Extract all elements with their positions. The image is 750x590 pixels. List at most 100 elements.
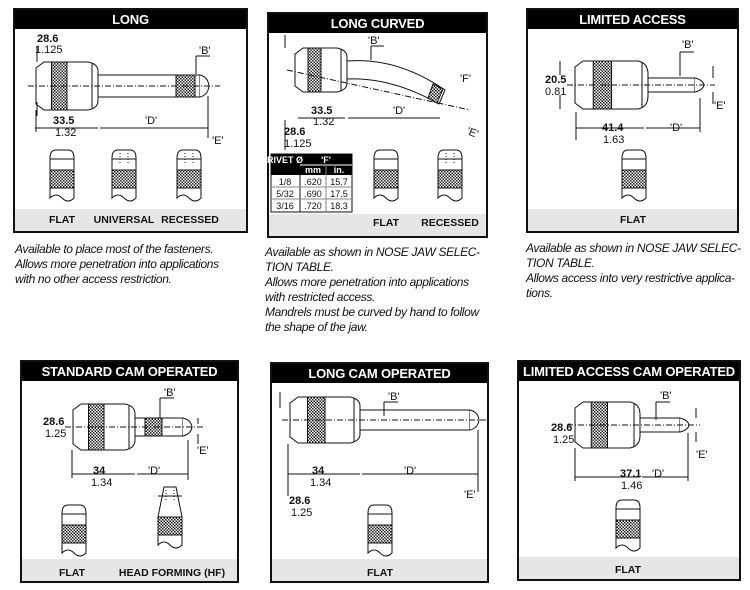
dim-diameter-in: 1.125 [35, 44, 63, 56]
dim-length-mm: 34 [93, 465, 106, 477]
desc-line: Available as shown in NOSE JAW SELEC- [526, 241, 741, 255]
dim-d: 'D' [404, 465, 416, 477]
dim-b: 'B' [682, 39, 694, 51]
centerline [286, 69, 471, 111]
mandrel-knurl [176, 169, 202, 189]
mandrel-knurl [111, 169, 137, 189]
dim-diameter-mm: 28.6 [37, 33, 58, 45]
desc-line: Allows more penetration into application… [15, 257, 219, 271]
dim-length-in: 1.34 [310, 477, 331, 489]
type-label: HEAD FORMING (HF) [119, 567, 225, 579]
dim-diameter-in: 0.81 [545, 86, 566, 98]
desc-line: with no other access restriction. [15, 272, 172, 286]
dim-diameter-mm: 20.5 [545, 74, 566, 86]
rivet-f-table: RIVET Ø 'F' mm in. 1/8 .620 15.7 5/32 .6… [267, 153, 353, 213]
dim-length-in: 1.34 [91, 477, 112, 489]
type-label: FLAT [49, 214, 76, 226]
panel-title: LIMITED ACCESS CAM OPERATED [519, 362, 739, 381]
dim-e: 'E' [212, 135, 224, 147]
type-label-bar [269, 214, 486, 236]
dim-diameter-mm: 28.6 [289, 495, 310, 507]
type-label: FLAT [373, 217, 400, 229]
table-header-f: 'F' [321, 155, 331, 165]
dim-e: 'E' [696, 449, 708, 461]
mandrel-knurl [373, 169, 399, 189]
desc-line: the shape of the jaw. [265, 320, 368, 334]
description-limited-access: Available as shown in NOSE JAW SELEC- TI… [526, 241, 746, 301]
type-label: FLAT [59, 567, 86, 579]
type-label: RECESSED [421, 217, 479, 229]
dim-d: 'D' [145, 115, 157, 127]
desc-line: Mandrels must be curved by hand to follo… [265, 305, 479, 319]
type-label: RECESSED [161, 214, 219, 226]
mandrel-knurl [49, 169, 75, 189]
dim-length-in: 1.32 [313, 116, 334, 128]
table-cell: 17.5 [330, 189, 348, 199]
panel-title: STANDARD CAM OPERATED [22, 362, 237, 381]
table-cell: 18.3 [330, 201, 348, 211]
dim-diameter-in: 1.25 [291, 507, 312, 519]
type-label-bar [22, 559, 237, 581]
panel-limited-access-cam: LIMITED ACCESS CAM OPERATED [517, 360, 741, 581]
desc-line: Allows access into very restrictive appl… [526, 271, 735, 285]
desc-line: tions. [526, 286, 553, 300]
panel-title: LONG CAM OPERATED [272, 364, 487, 383]
table-cell: .720 [304, 201, 322, 211]
dim-length-mm: 41.4 [602, 122, 624, 134]
desc-line: with restricted access. [265, 290, 375, 304]
dim-e: 'E' [714, 100, 726, 112]
dim-diameter-in: 1.25 [45, 428, 66, 440]
description-long-curved: Available as shown in NOSE JAW SELEC- TI… [265, 245, 490, 335]
table-cell: 5/32 [276, 189, 294, 199]
dim-length-mm: 34 [312, 465, 325, 477]
type-label: FLAT [367, 567, 394, 579]
type-label-bar [519, 557, 739, 579]
mandrel-knurl [61, 524, 87, 544]
desc-line: Available to place most of the fasteners… [15, 242, 214, 256]
dim-length-in: 1.32 [55, 127, 76, 139]
type-label-bar [528, 209, 737, 231]
desc-line: TION TABLE. [526, 256, 595, 270]
panel-title: LIMITED ACCESS [528, 10, 737, 29]
desc-line: TION TABLE. [265, 260, 334, 274]
table-header-rivet: RIVET Ø [267, 155, 303, 165]
dim-length-in: 1.63 [603, 134, 624, 146]
panel-title: LONG [15, 10, 246, 29]
mandrel-knurl [157, 516, 183, 536]
type-label: FLAT [620, 214, 647, 226]
dim-diameter-in: 1.125 [284, 138, 312, 150]
dim-b: 'B' [368, 35, 380, 47]
dim-length-mm: 37.1 [620, 468, 641, 480]
dim-b: 'B' [660, 390, 672, 402]
dim-e: 'E' [197, 445, 209, 457]
table-cell: 15.7 [330, 177, 348, 187]
panel-title: LONG CURVED [269, 14, 486, 33]
type-label-bar [15, 209, 246, 231]
type-label-bar [272, 559, 487, 581]
mandrel-knurl [615, 519, 641, 539]
dim-d: 'D' [652, 468, 664, 480]
description-long: Available to place most of the fasteners… [15, 242, 243, 287]
mandrel-knurl [437, 169, 463, 189]
desc-line: Available as shown in NOSE JAW SELEC- [265, 245, 480, 259]
dim-b: 'B' [164, 387, 176, 399]
dim-diameter-mm: 28.6 [551, 422, 572, 434]
dim-d: 'D' [393, 105, 405, 117]
table-cell: 1/8 [279, 177, 292, 187]
dim-d: 'D' [670, 122, 682, 134]
dim-b: 'B' [388, 391, 400, 403]
dim-diameter-mm: 28.6 [284, 126, 305, 138]
table-cell: 3/16 [276, 201, 294, 211]
type-label: UNIVERSAL [94, 214, 155, 226]
knurled-nose [427, 83, 444, 104]
dim-e: 'E' [464, 489, 476, 501]
desc-line: Allows more penetration into application… [265, 275, 469, 289]
dim-length-mm: 33.5 [311, 105, 332, 117]
type-label: FLAT [615, 564, 642, 576]
table-cell: .620 [304, 177, 322, 187]
dim-b: 'B' [199, 45, 211, 57]
dim-diameter-in: 1.25 [553, 434, 574, 446]
dim-length-in: 1.46 [621, 480, 642, 492]
knurled-grip [307, 47, 322, 93]
